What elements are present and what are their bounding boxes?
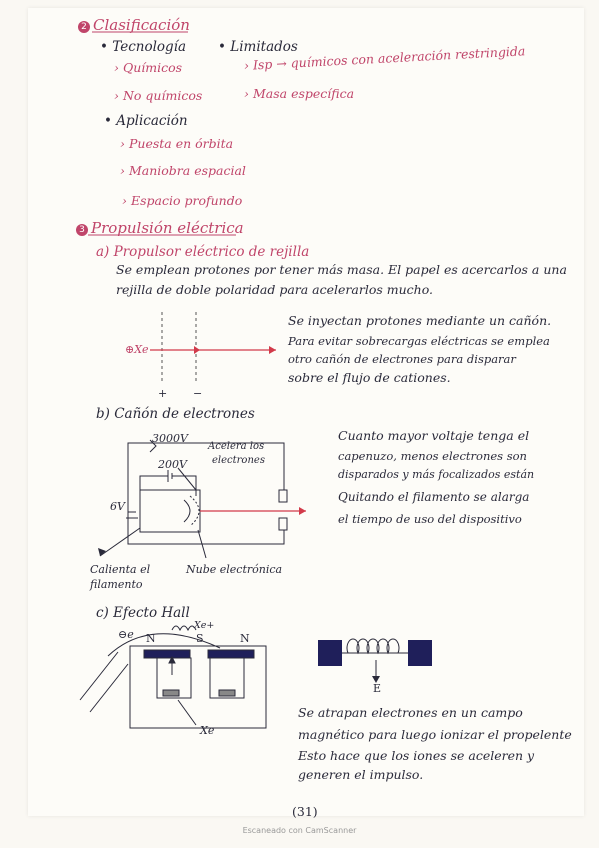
- pole-s-label: S: [196, 632, 204, 645]
- subsection-a-note: Se inyectan protones mediante un cañón.: [288, 313, 552, 328]
- aplicacion-item: › Maniobra espacial: [120, 163, 246, 178]
- acelera-label: Acelera los: [208, 441, 265, 452]
- magnet-pole: [207, 649, 255, 659]
- pole-n2-label: N: [240, 632, 250, 645]
- aplicacion-label: • Aplicación: [104, 113, 188, 129]
- arrow-head-icon: [168, 655, 176, 664]
- limitados-item: › Masa específica: [244, 86, 355, 101]
- nube-label: Nube electrónica: [186, 563, 283, 576]
- scanner-watermark: Escaneado con CamScanner: [242, 826, 357, 835]
- pointer-line: [197, 529, 207, 559]
- magnet-block: [408, 640, 432, 666]
- calienta-label: Calienta el: [90, 563, 151, 576]
- electron-gun-diagram: [99, 439, 288, 559]
- page-number: (31): [292, 804, 318, 819]
- coil-icon: [346, 638, 400, 655]
- tecnologia-item: › No químicos: [114, 88, 203, 103]
- magnet-pole: [143, 649, 191, 659]
- efield-label: E: [373, 682, 382, 695]
- arrow-head-icon: [299, 507, 306, 515]
- subsection-c-heading: c) Efecto Hall: [96, 605, 190, 621]
- cathode-tube: [79, 651, 129, 713]
- subsection-b-note: disparados y más focalizados están: [338, 468, 535, 481]
- anode-plate: [218, 689, 236, 697]
- notebook-page: [28, 8, 584, 816]
- circuit-wire: [139, 475, 168, 500]
- section-2-number: 2: [78, 21, 90, 33]
- pointer-line: [177, 467, 197, 491]
- filament-icon: [183, 499, 191, 523]
- subsection-c-note: Se atrapan electrones en un campo: [298, 705, 523, 720]
- magnet-block: [318, 640, 342, 666]
- limitados-label: • Limitados: [218, 39, 298, 55]
- voltage-6-label: 6V: [110, 500, 125, 513]
- ion-label: ⊕Xe: [125, 343, 149, 356]
- tecnologia-item: › Químicos: [114, 60, 183, 75]
- subsection-b-note: el tiempo de uso del dispositivo: [338, 512, 522, 526]
- electron-label: ⊖e: [118, 628, 134, 641]
- electron-path: [107, 633, 221, 657]
- subsection-a-heading: a) Propulsor eléctrico de rejilla: [96, 244, 310, 260]
- aplicacion-item: › Puesta en órbita: [120, 136, 234, 151]
- anode-plate: [162, 689, 180, 697]
- subsection-a-note: sobre el flujo de cationes.: [288, 370, 451, 385]
- arrow-head-icon: [98, 548, 106, 556]
- xe-label: Xe: [200, 724, 215, 737]
- acelera-label: electrones: [212, 455, 265, 466]
- battery-icon: [149, 439, 157, 453]
- solenoid-diagram: [318, 638, 432, 683]
- pointer-line: [177, 699, 197, 726]
- subsection-a-text: Se emplean protones por tener más masa. …: [116, 262, 567, 277]
- circuit-wire: [127, 442, 285, 530]
- subsection-b-heading: b) Cañón de electrones: [96, 406, 255, 422]
- subsection-b-note: Cuanto mayor voltaje tenga el: [338, 428, 530, 443]
- calienta-label: filamento: [90, 578, 143, 591]
- grid-plus-label: +: [158, 387, 168, 400]
- anode-plate: [278, 517, 288, 531]
- arrow-head-icon: [269, 346, 276, 354]
- subsection-b-note: Quitando el filamento se alarga: [338, 490, 530, 504]
- arrow-head-icon: [372, 676, 380, 683]
- subsection-c-note: Esto hace que los iones se aceleren y: [298, 748, 535, 763]
- grid-diagram: [150, 312, 276, 384]
- aplicacion-item: › Espacio profundo: [122, 193, 243, 208]
- pole-n1-label: N: [146, 632, 156, 645]
- subsection-b-note: capenuzo, menos electrones son: [338, 449, 527, 463]
- tecnologia-label: • Tecnología: [100, 39, 187, 55]
- subsection-a-note: Para evitar sobrecargas eléctricas se em…: [288, 334, 550, 348]
- subsection-c-note: magnético para luego ionizar el propelen…: [298, 727, 572, 742]
- xe-plus-label: Xe+: [194, 620, 215, 631]
- pointer-line: [99, 527, 141, 557]
- subsection-a-text: rejilla de doble polaridad para acelerar…: [116, 282, 433, 297]
- voltage-3000-label: 3000V: [152, 432, 188, 445]
- thruster-body: [129, 645, 267, 729]
- hall-effect-diagram: [79, 625, 267, 729]
- coil-icon: [171, 625, 197, 632]
- anode-plate: [278, 489, 288, 503]
- electron-cloud: [189, 495, 200, 527]
- voltage-200-label: 200V: [158, 458, 187, 471]
- section-3-number: 3: [76, 224, 88, 236]
- subsection-c-note: generen el impulso.: [298, 767, 424, 782]
- subsection-a-note: otro cañón de electrones para disparar: [288, 352, 516, 366]
- arrow-head-icon: [194, 346, 200, 354]
- grid-minus-label: −: [193, 387, 203, 400]
